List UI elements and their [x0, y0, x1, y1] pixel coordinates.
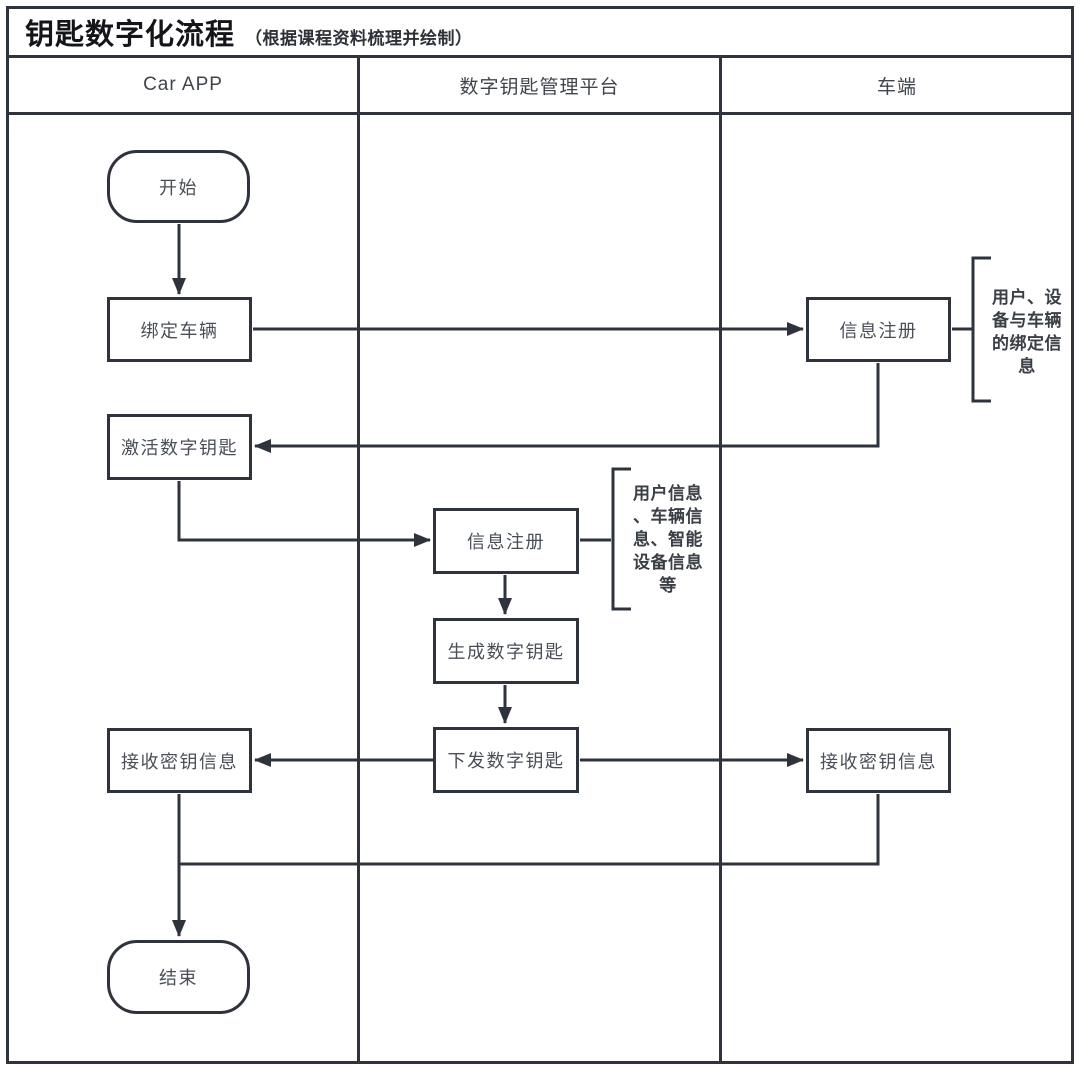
node-bind-vehicle: 绑定车辆	[107, 297, 252, 362]
node-receive-app: 接收密钥信息	[107, 728, 252, 793]
node-generate-key: 生成数字钥匙	[433, 618, 579, 684]
header-divider	[6, 112, 1074, 115]
lane-header-car-app: Car APP	[143, 74, 223, 95]
page-subtitle: （根据课程资料梳理并绘制）	[245, 29, 473, 48]
node-activate-key: 激活数字钥匙	[107, 414, 252, 480]
annotation-vehicle-binding: 用户、设 备与车辆 的绑定信 息	[992, 288, 1062, 376]
node-receive-vehicle: 接收密钥信息	[806, 728, 951, 793]
node-issue-key: 下发数字钥匙	[433, 727, 579, 793]
node-register-platform: 信息注册	[433, 508, 579, 574]
lane-divider-1	[357, 58, 360, 1064]
annotation-platform-info: 用户信息 、车辆信 息、智能 设备信息 等	[633, 484, 703, 595]
node-end: 结束	[107, 940, 250, 1014]
node-start: 开始	[107, 150, 250, 223]
page-title: 钥匙数字化流程	[25, 19, 236, 51]
node-register-vehicle: 信息注册	[806, 297, 951, 362]
title-bar: 钥匙数字化流程 （根据课程资料梳理并绘制）	[6, 6, 1074, 58]
lane-header-platform: 数字钥匙管理平台	[459, 76, 620, 98]
lane-divider-2	[719, 58, 722, 1064]
lane-header-vehicle: 车端	[876, 76, 917, 98]
